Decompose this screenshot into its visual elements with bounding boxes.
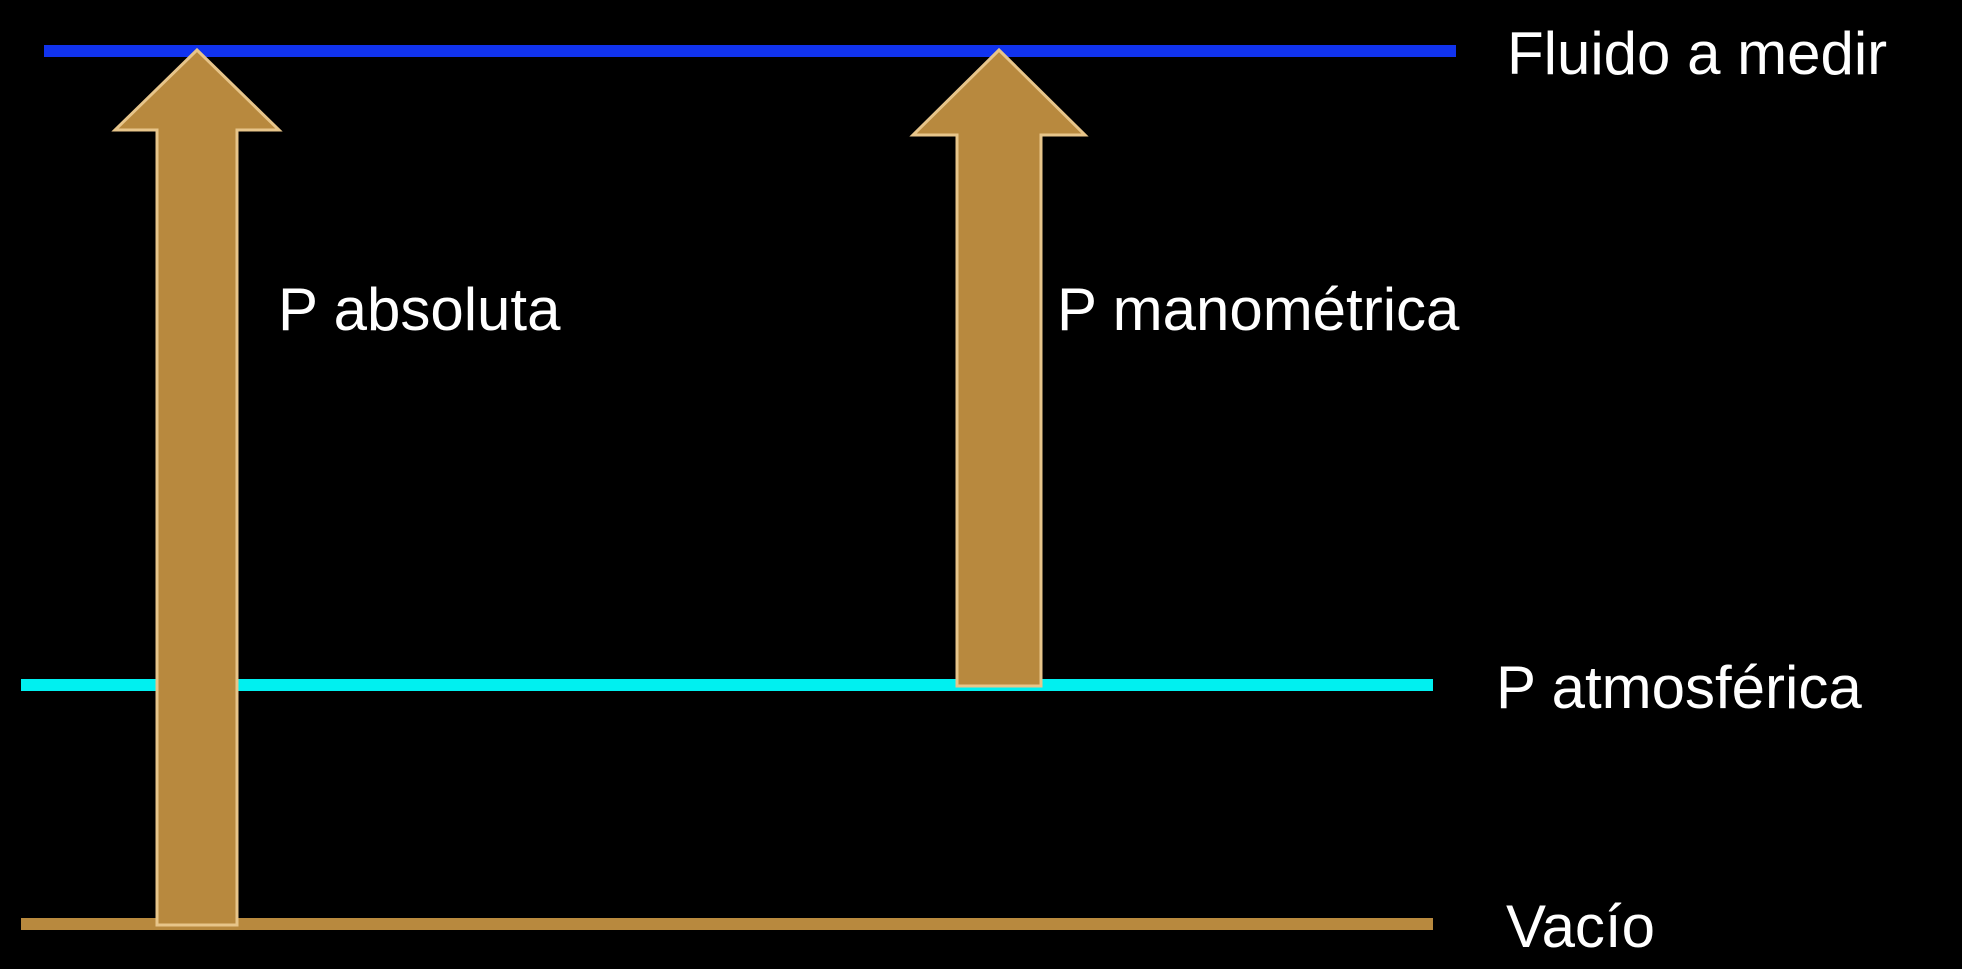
fluid-level-line [44, 45, 1456, 57]
absolute-pressure-label: P absoluta [278, 276, 561, 343]
atmospheric-level-label: P atmosférica [1496, 654, 1862, 721]
gauge-pressure-arrow [909, 47, 1089, 688]
vacuum-level-line [21, 918, 1433, 930]
fluid-level-label: Fluido a medir [1507, 20, 1887, 87]
absolute-pressure-arrow [111, 47, 283, 927]
atmospheric-level-line [21, 679, 1433, 691]
gauge-pressure-label: P manométrica [1057, 276, 1460, 343]
vacuum-level-label: Vacío [1506, 893, 1655, 960]
